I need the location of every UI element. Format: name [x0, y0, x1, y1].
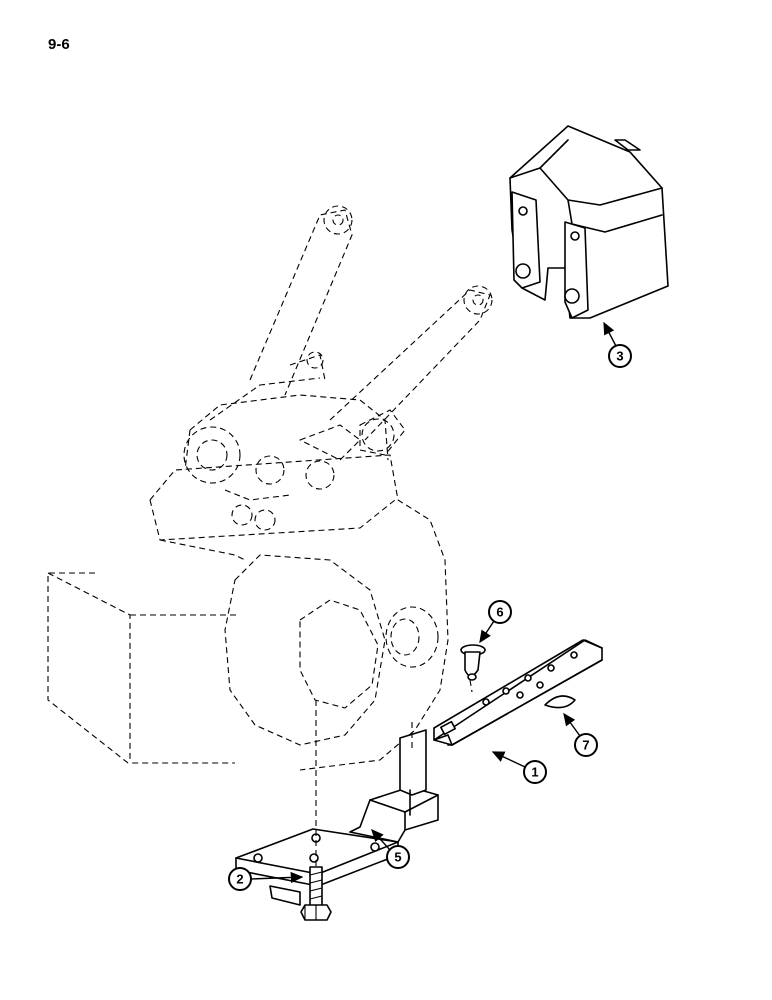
callout-7: 7 [563, 712, 598, 757]
callout-2-label: 2 [236, 872, 243, 887]
callout-6-label: 6 [496, 605, 503, 620]
callout-3: 3 [603, 321, 632, 368]
page-number: 9-6 [48, 36, 70, 53]
part-2-bolt [300, 866, 332, 921]
callout-7-label: 7 [582, 738, 589, 753]
callout-5-label: 5 [394, 850, 401, 865]
callout-2: 2 [228, 867, 304, 891]
callout-1-label: 1 [531, 765, 538, 780]
transmission-housing-phantom [47, 205, 493, 771]
part-1-drawbar [433, 639, 603, 746]
part-3-cover [509, 125, 669, 319]
callout-3-label: 3 [616, 349, 623, 364]
alignment-lines [315, 679, 473, 866]
part-6-pin [460, 644, 486, 681]
callout-1: 1 [491, 751, 547, 784]
part-7-clip [544, 695, 576, 709]
callout-6: 6 [479, 600, 512, 644]
callout-5: 5 [371, 828, 410, 869]
